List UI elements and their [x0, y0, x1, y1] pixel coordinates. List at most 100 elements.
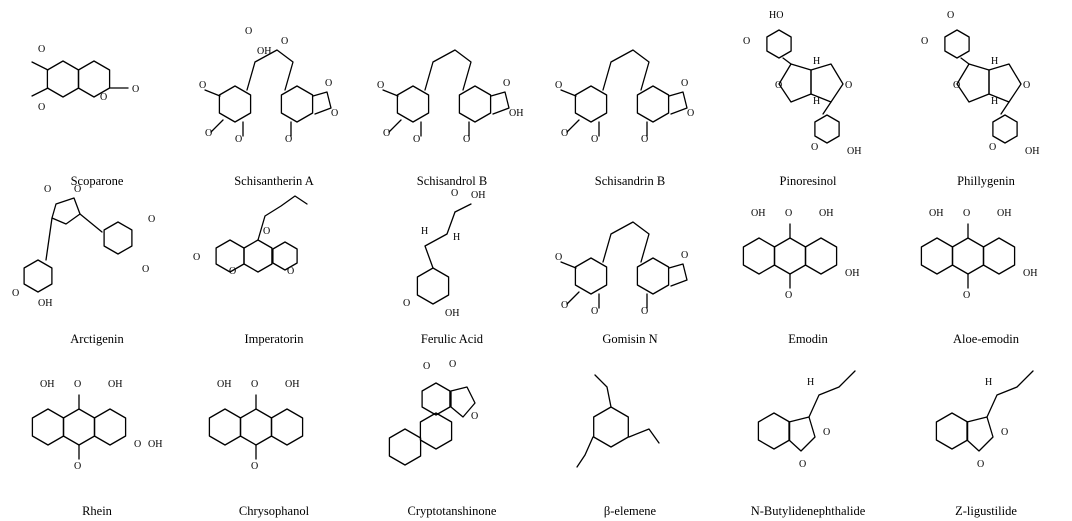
atom-label: O [245, 26, 252, 37]
cyclohexane-ring [388, 428, 422, 466]
aromatic-ring-a [396, 85, 430, 123]
atom-label: O [74, 184, 81, 195]
atom-label: OH [285, 379, 299, 390]
aromatic-ring-b [280, 85, 314, 123]
bond [45, 217, 53, 261]
atom-label: O [785, 208, 792, 219]
ring-c [93, 408, 127, 446]
atom-label: O [989, 142, 996, 153]
atom-label: O [413, 134, 420, 145]
atom-label: O [251, 379, 258, 390]
atom-label: O [100, 92, 107, 103]
ring-c [982, 237, 1016, 275]
atom-label: H [421, 226, 428, 237]
atom-label: OH [847, 146, 861, 157]
atom-label: O [193, 252, 200, 263]
atom-label: H [807, 377, 814, 388]
atom-label: O [799, 459, 806, 470]
cyclooctadiene-ring [602, 221, 650, 263]
ring-a [208, 408, 242, 446]
six-membered-ring [935, 412, 969, 450]
prenyloxy-chain [257, 195, 308, 241]
compound-name: Gomisin N [602, 332, 658, 346]
atom-label: H [813, 96, 820, 107]
atom-label: O [229, 266, 236, 277]
dihydrofuran-ring [450, 386, 476, 418]
acrylic-chain [424, 211, 456, 269]
methylenedioxy [668, 263, 688, 287]
atom-label: O [947, 10, 954, 21]
bond [1000, 101, 1010, 115]
aromatic-ring-b [636, 85, 670, 123]
atom-label: O [977, 459, 984, 470]
atom-label: O [681, 78, 688, 89]
atom-label: O [403, 298, 410, 309]
bond [382, 89, 399, 97]
atom-label: O [134, 439, 141, 450]
atom-label: O [471, 411, 478, 422]
atom-label: O [503, 78, 510, 89]
atom-label: O [331, 108, 338, 119]
atom-label: OH [819, 208, 833, 219]
atom-label: O [12, 288, 19, 299]
atom-label: OH [1025, 146, 1039, 157]
bond [782, 57, 792, 65]
ring-a [920, 237, 954, 275]
compound-name: Pinoresinol [779, 174, 837, 188]
atom-label: O [325, 78, 332, 89]
atom-label: O [44, 184, 51, 195]
compound-name: Z-ligustilide [955, 504, 1017, 518]
methylenedioxy [490, 91, 510, 115]
atom-label: O [963, 208, 970, 219]
quinone-ring [421, 382, 451, 416]
compound-name: Imperatorin [244, 332, 304, 346]
atom-label: OH [751, 208, 765, 219]
furan-ring-left [778, 63, 812, 103]
cyclooctadiene-ring [424, 49, 472, 91]
lactone-ring [51, 197, 81, 225]
atom-label: O [555, 80, 562, 91]
atom-label: O [823, 427, 830, 438]
atom-label: OH [38, 298, 52, 309]
cyclooctadiene-ring [602, 49, 650, 91]
pyranone-ring [77, 60, 111, 98]
atom-label: O [423, 361, 430, 372]
atom-label: O [132, 84, 139, 95]
structure-drawing: H O O [757, 370, 856, 470]
quinone-ring [62, 408, 96, 446]
bond [454, 203, 472, 213]
isopropenyl-a [594, 374, 612, 408]
lactone-ring [966, 416, 994, 452]
lactone-ring [788, 416, 816, 452]
atom-label: O [263, 226, 270, 237]
bond [210, 119, 224, 133]
compound-name: Phillygenin [957, 174, 1015, 188]
atom-label: O [811, 142, 818, 153]
atom-label: O [383, 128, 390, 139]
atom-label: O [743, 36, 750, 47]
cyclohexane-ring [593, 406, 629, 448]
atom-label: O [561, 300, 568, 311]
compound-name: Scoparone [70, 174, 124, 188]
atom-label: O [963, 290, 970, 301]
aromatic-ring [419, 412, 453, 450]
ring-a [742, 237, 776, 275]
butylidene-chain [808, 370, 856, 418]
ring-c [804, 237, 838, 275]
atom-label: O [641, 134, 648, 145]
atom-label: O [785, 290, 792, 301]
atom-label: O [451, 188, 458, 199]
ring-a [31, 408, 65, 446]
atom-label: OH [929, 208, 943, 219]
